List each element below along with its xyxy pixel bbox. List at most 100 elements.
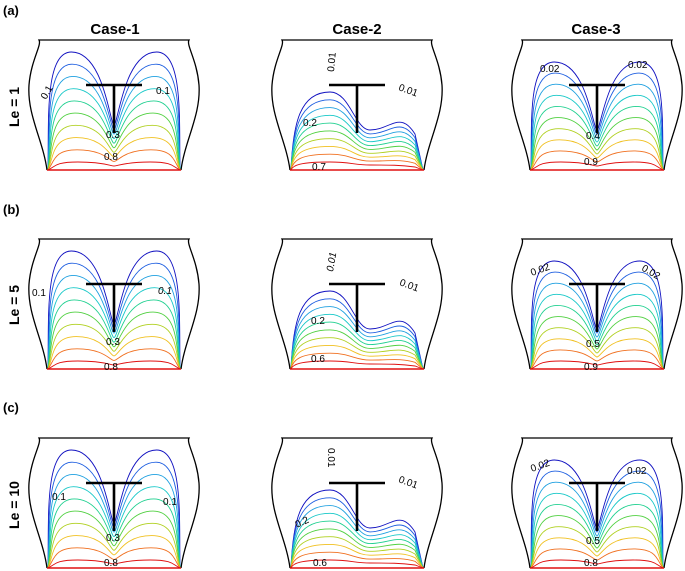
contour-line bbox=[290, 543, 424, 569]
contour-line bbox=[530, 316, 664, 370]
contour-line bbox=[530, 327, 664, 370]
row-label-le5: Le = 5 bbox=[6, 285, 22, 325]
contour-line bbox=[290, 337, 424, 370]
contour-line bbox=[530, 470, 664, 569]
contour-line bbox=[290, 153, 424, 171]
contour-line bbox=[530, 94, 664, 171]
panel-letter-b: (b) bbox=[3, 202, 20, 217]
contour-line bbox=[530, 83, 664, 171]
contour-label: 0.02 bbox=[540, 64, 560, 75]
contour-label: 0.1 bbox=[32, 288, 46, 299]
contour-line bbox=[290, 489, 424, 569]
contour-line bbox=[290, 290, 424, 370]
contour-line bbox=[290, 520, 424, 569]
contour-label: 0.7 bbox=[312, 162, 326, 173]
contour-label: 0.01 bbox=[325, 448, 336, 468]
contour-panel bbox=[271, 238, 443, 370]
contour-label: 0.02 bbox=[640, 263, 663, 282]
panel-letter-a: (a) bbox=[3, 3, 19, 18]
contour-line bbox=[290, 360, 424, 370]
contour-line bbox=[290, 313, 424, 370]
contour-line bbox=[290, 122, 424, 171]
contour-line bbox=[47, 559, 181, 569]
contour-line bbox=[290, 321, 424, 370]
contour-line bbox=[47, 299, 181, 370]
contour-label: 0.8 bbox=[584, 558, 598, 569]
contour-label: 0.01 bbox=[397, 82, 419, 99]
contour-label: 0.5 bbox=[586, 536, 600, 547]
cavity-boundary bbox=[271, 238, 443, 370]
contour-line bbox=[530, 139, 664, 171]
panel-letter-c: (c) bbox=[3, 400, 19, 415]
contour-line bbox=[47, 522, 181, 569]
contour-panel bbox=[511, 39, 683, 171]
contour-line bbox=[290, 497, 424, 569]
contour-line bbox=[47, 498, 181, 569]
contour-line bbox=[290, 329, 424, 370]
contour-line bbox=[530, 537, 664, 569]
contour-line bbox=[47, 535, 181, 569]
contour-line bbox=[47, 88, 181, 171]
cavity-boundary bbox=[28, 238, 200, 370]
contour-line bbox=[290, 114, 424, 171]
contour-label: 0.9 bbox=[584, 362, 598, 373]
cavity-boundary bbox=[511, 437, 683, 569]
contour-line bbox=[47, 336, 181, 370]
contour-line bbox=[290, 138, 424, 171]
cavity-boundary bbox=[271, 437, 443, 569]
contour-label: 0.1 bbox=[156, 86, 170, 97]
contour-panel bbox=[511, 437, 683, 569]
contour-line bbox=[290, 551, 424, 569]
contour-label: 0.1 bbox=[158, 286, 172, 297]
contour-line bbox=[290, 505, 424, 569]
contour-line bbox=[47, 149, 181, 171]
contour-line bbox=[47, 323, 181, 370]
contour-label: 0.01 bbox=[398, 277, 420, 294]
contour-line bbox=[530, 481, 664, 569]
contour-line bbox=[530, 282, 664, 370]
contour-line bbox=[530, 349, 664, 370]
contour-label: 0.1 bbox=[52, 492, 66, 503]
contour-label: 0.8 bbox=[104, 362, 118, 373]
contour-line bbox=[290, 306, 424, 370]
contour-panel bbox=[271, 39, 443, 171]
cavity-boundary bbox=[511, 238, 683, 370]
contour-panels bbox=[28, 39, 683, 569]
contour-panel bbox=[271, 437, 443, 569]
contour-line bbox=[530, 338, 664, 370]
cavity-boundary bbox=[28, 437, 200, 569]
cavity-boundary bbox=[511, 39, 683, 171]
case-header-2: Case-2 bbox=[332, 21, 381, 38]
contour-line bbox=[47, 473, 181, 569]
contour-line bbox=[290, 528, 424, 569]
contour-line bbox=[530, 72, 664, 171]
contour-line bbox=[290, 91, 424, 171]
contour-line bbox=[47, 287, 181, 370]
contour-line bbox=[530, 271, 664, 370]
case-header-3: Case-3 bbox=[571, 21, 620, 38]
contour-label: 0.2 bbox=[303, 118, 317, 129]
contour-line bbox=[290, 352, 424, 370]
contour-line bbox=[530, 161, 664, 171]
cavity-boundary bbox=[28, 39, 200, 171]
contour-line bbox=[530, 548, 664, 569]
contour-label: 0.3 bbox=[106, 533, 120, 544]
contour-panel bbox=[28, 437, 200, 569]
contour-line bbox=[530, 492, 664, 569]
contour-label: 0.2 bbox=[294, 515, 312, 531]
contour-line bbox=[290, 344, 424, 370]
contour-line bbox=[530, 150, 664, 171]
contour-label: 0.1 bbox=[163, 497, 177, 508]
contour-line bbox=[530, 503, 664, 569]
contour-panel bbox=[28, 39, 200, 171]
contour-label: 0.6 bbox=[313, 558, 327, 569]
contour-line bbox=[530, 105, 664, 171]
contour-line bbox=[47, 348, 181, 370]
contour-line bbox=[530, 117, 664, 171]
contour-line bbox=[47, 510, 181, 569]
contour-line bbox=[47, 360, 181, 370]
contour-label: 0.01 bbox=[326, 51, 339, 72]
contour-label: 0.01 bbox=[325, 251, 339, 272]
contour-line bbox=[290, 99, 424, 171]
contour-line bbox=[530, 526, 664, 569]
